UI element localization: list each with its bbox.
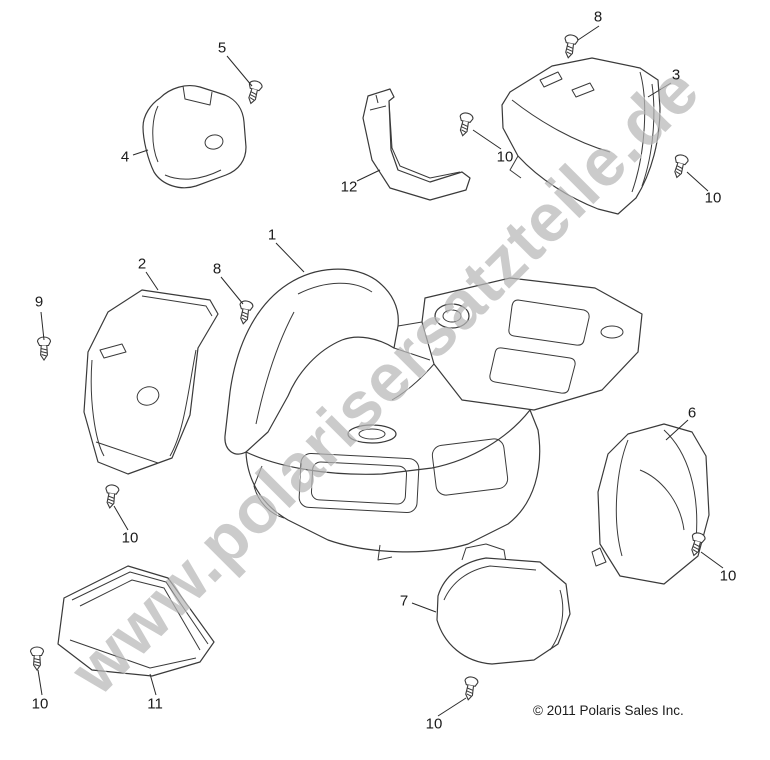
rivet-icon <box>29 646 45 671</box>
callout-10-f: 10 <box>425 715 443 733</box>
callout-1: 1 <box>267 226 277 244</box>
copyright-text: © 2011 Polaris Sales Inc. <box>533 703 684 718</box>
callout-10-e: 10 <box>31 695 49 713</box>
callout-12: 12 <box>340 178 358 196</box>
callout-6: 6 <box>687 404 697 422</box>
callout-9: 9 <box>34 293 44 311</box>
callout-10-c: 10 <box>719 567 737 585</box>
screw-icon <box>561 33 580 60</box>
callout-10-d: 10 <box>121 529 139 547</box>
callout-4: 4 <box>120 148 130 166</box>
part-4-cover <box>142 85 247 189</box>
callout-8-left: 8 <box>212 260 222 278</box>
screw-icon <box>102 483 120 510</box>
callout-11: 11 <box>147 695 163 713</box>
callout-10-b: 10 <box>704 189 722 207</box>
screw-icon <box>236 299 255 326</box>
callout-8-top: 8 <box>593 8 603 26</box>
callout-3: 3 <box>671 66 681 84</box>
screw-icon <box>461 675 480 702</box>
part-3-fender-panel <box>501 57 661 215</box>
rivet-icon <box>36 336 52 361</box>
callout-10-a: 10 <box>496 148 514 166</box>
part-12-bracket <box>362 88 471 201</box>
part-1-front-body <box>224 268 643 561</box>
callout-5: 5 <box>217 39 227 57</box>
callout-7: 7 <box>399 592 409 610</box>
screw-icon <box>244 79 264 106</box>
part-11-lower-panel <box>57 565 215 677</box>
callout-2: 2 <box>137 255 147 273</box>
part-7-lower-panel <box>436 543 571 665</box>
screw-icon <box>670 153 690 180</box>
part-6-side-panel <box>591 423 710 585</box>
leader-lines <box>37 25 724 717</box>
part-2-side-panel <box>83 289 219 475</box>
screw-icon <box>455 111 475 138</box>
